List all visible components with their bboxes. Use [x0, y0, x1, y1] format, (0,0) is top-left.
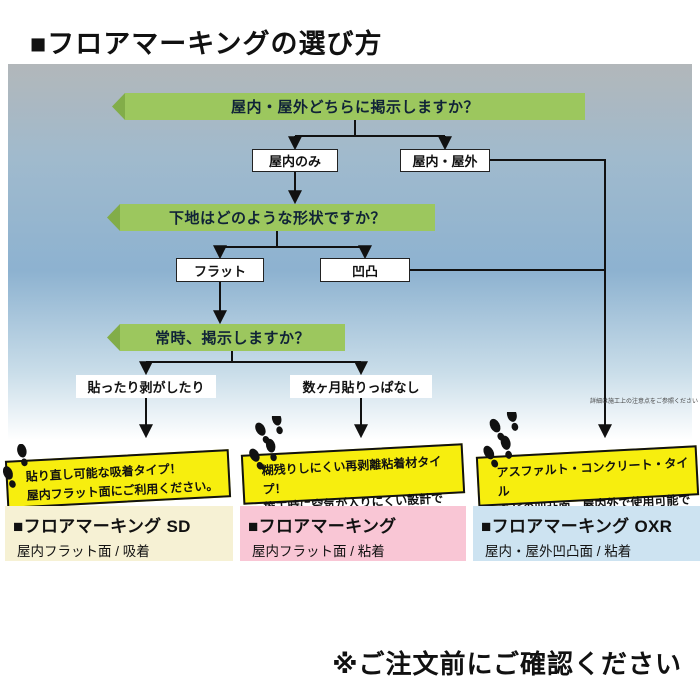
option-label: 数ヶ月貼りっぱなし — [302, 380, 420, 395]
product-name: ■フロアマーキング SD — [13, 517, 191, 536]
footprints-icon — [2, 444, 28, 488]
question-banner-location: 屋内・屋外どちらに掲示しますか？ — [125, 93, 585, 120]
highlight-banner-sd: 貼り直し可能な吸着タイプ！ 屋内フラット面にご利用ください。 — [4, 449, 232, 509]
question-text: 常時、掲示しますか？ — [154, 330, 310, 347]
option-flat: フラット — [176, 258, 264, 282]
product-spec: 屋内フラット面 / 粘着 — [252, 544, 385, 559]
option-uneven: 凹凸 — [320, 258, 410, 282]
product-card-sd: ■フロアマーキング SD 屋内フラット面 / 吸着 — [5, 506, 233, 561]
page-title: ■フロアマーキングの選び方 — [30, 29, 383, 59]
product-spec: 屋内・屋外凹凸面 / 粘着 — [485, 544, 632, 559]
product-card-oxr: ■フロアマーキング OXR 屋内・屋外凹凸面 / 粘着 — [473, 506, 700, 561]
question-banner-duration: 常時、掲示しますか？ — [120, 324, 345, 351]
question-text: 屋内・屋外どちらに掲示しますか？ — [230, 99, 479, 116]
footprints-icon — [249, 416, 283, 470]
product-card-standard: ■フロアマーキング 屋内フラット面 / 粘着 — [240, 506, 466, 561]
product-name: ■フロアマーキング OXR — [481, 517, 673, 536]
option-indoor-outdoor: 屋内・屋外 — [400, 149, 490, 172]
option-long-term: 数ヶ月貼りっぱなし — [290, 375, 432, 398]
product-spec: 屋内フラット面 / 吸着 — [17, 544, 150, 559]
option-label: フラット — [193, 263, 246, 279]
question-banner-surface: 下地はどのような形状ですか？ — [120, 204, 435, 231]
option-stick-and-peel: 貼ったり剥がしたり — [76, 375, 216, 398]
option-indoor-only: 屋内のみ — [252, 149, 338, 172]
option-label: 凹凸 — [351, 263, 378, 279]
option-label: 貼ったり剥がしたり — [87, 380, 205, 395]
product-name: ■フロアマーキング — [248, 517, 397, 536]
side-note: 詳細は施工上の注意点をご参照ください — [589, 399, 698, 405]
option-label: 屋内のみ — [268, 154, 321, 169]
option-label: 屋内・屋外 — [412, 154, 478, 169]
footprints-icon — [483, 412, 519, 468]
footer-note: ※ご注文前にご確認ください — [332, 649, 682, 679]
question-text: 下地はどのような形状ですか？ — [168, 210, 386, 227]
